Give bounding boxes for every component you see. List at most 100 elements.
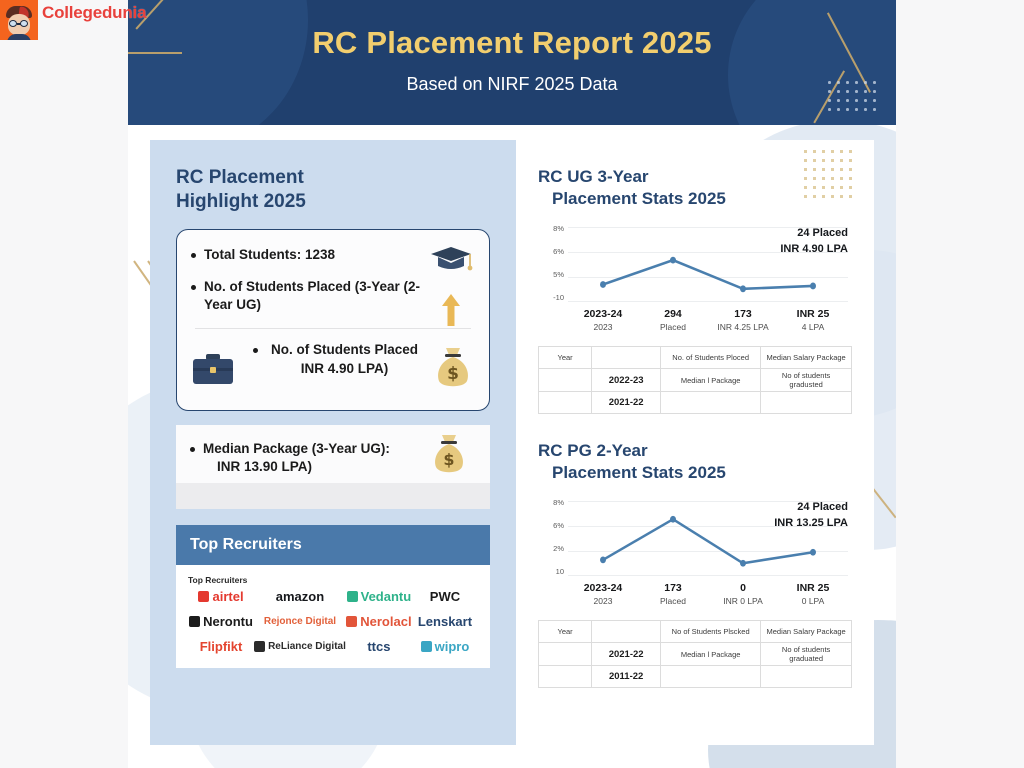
x-tick-sublabel: 0 LPA	[801, 596, 825, 607]
recruiter-logo: Vedantu	[346, 588, 412, 604]
table-header-cell: Median Salary Package	[760, 620, 852, 644]
table-cell	[537, 368, 593, 393]
y-tick-label: 10	[555, 567, 564, 577]
recruiter-logo: Nerontu	[189, 614, 253, 629]
y-tick-label: 8%	[553, 498, 564, 508]
recruiter-logo: Flipfikt	[200, 639, 243, 654]
recruiter-logo: Nerolacl	[346, 613, 412, 629]
table-cell	[760, 391, 852, 415]
right-panel: RC UG 3-Year Placement Stats 2025 8%6%5%…	[516, 140, 874, 745]
placed-line2: INR 4.90 LPA)	[300, 360, 389, 376]
ug-chart-y-axis: 8%6%5%-10	[538, 224, 564, 302]
pg-chart-y-axis: 8%6%2%10	[538, 498, 564, 576]
recruiter-name: Lenskart	[417, 613, 473, 629]
up-arrow-icon	[442, 293, 460, 326]
x-tick-label: INR 25	[796, 582, 830, 595]
ug-callout-line1: 24 Placed	[797, 227, 848, 240]
grid-line	[568, 301, 848, 303]
chart-data-point	[810, 549, 816, 557]
x-tick-sublabel: Placed	[660, 322, 686, 333]
y-tick-label: 5%	[553, 270, 564, 280]
table-header-cell: Year	[537, 346, 593, 370]
table-cell: 2021-22	[591, 642, 662, 667]
x-tick-label: 294	[664, 308, 682, 321]
chart-data-point	[600, 556, 606, 564]
grid-line	[568, 227, 848, 229]
recruiter-name: Nerontu	[203, 613, 253, 629]
recruiter-name: PWC	[429, 588, 461, 604]
page-title: RC Placement Report 2025	[312, 25, 712, 60]
ug-chart-callout: 24 Placed INR 4.90 LPA	[780, 226, 848, 258]
recruiter-mark-icon	[254, 640, 266, 652]
x-tick-sublabel: 2023	[593, 596, 613, 607]
chart-data-point	[670, 516, 676, 524]
recruiter-name: wipro	[434, 638, 470, 654]
ug-placement-chart: 8%6%5%-10 24 Placed INR 4.90 LPA 2023-24…	[538, 224, 852, 332]
page-subtitle: Based on NIRF 2025 Data	[406, 74, 618, 94]
poster-canvas: RC Placement Report 2025 Based on NIRF 2…	[128, 0, 896, 768]
collegedunia-mascot-icon	[0, 0, 38, 40]
total-students-text: Total Students: 1238	[204, 246, 336, 262]
table-cell	[760, 665, 852, 689]
highlight-card: Total Students: 1238 No. of Students Pla…	[176, 228, 490, 411]
grid-line	[568, 276, 848, 278]
dot-pattern	[804, 150, 858, 204]
table-cell: 2022-23	[591, 368, 662, 393]
recruiter-logo: wipro	[420, 638, 470, 654]
y-tick-label: 6%	[553, 521, 564, 531]
table-cell	[537, 642, 593, 667]
median-line2: INR 13.90 LPA)	[217, 458, 313, 474]
pg-placement-chart: 8%6%2%10 24 Placed INR 13.25 LPA 2023-24…	[538, 498, 852, 606]
x-tick-label: 0	[740, 582, 746, 595]
grid-line	[568, 575, 848, 577]
chart-data-point	[670, 256, 676, 264]
money-bag-icon: $	[435, 434, 463, 472]
table-row: 2011-22	[537, 665, 852, 689]
table-cell: No of students graduated	[760, 642, 852, 667]
ug-chart-plot	[568, 224, 848, 303]
recruiter-name: airtel	[212, 588, 244, 604]
chart-line-series	[600, 256, 816, 293]
recruiter-name: Vedantu	[360, 588, 412, 604]
collegedunia-watermark: Collegedunia	[0, 0, 147, 40]
recruiter-mark-icon	[346, 615, 358, 627]
highlight-bullet: No. of Students Placed (3-Year (2-Year U…	[191, 278, 475, 314]
header-decor-line	[128, 52, 182, 54]
pg-callout-line2: INR 13.25 LPA	[774, 517, 848, 530]
left-panel-title: RC Placement Highlight 2025	[176, 166, 490, 215]
money-bag-icon: $	[438, 347, 468, 386]
table-cell	[660, 391, 762, 415]
bullet-dot-icon	[253, 348, 258, 354]
recruiter-logo: Lenskart	[418, 614, 472, 629]
ug-title-line2: Placement Stats 2025	[552, 189, 726, 209]
table-header-cell: No. of Students Ploced	[660, 346, 762, 370]
ug-callout-line2: INR 4.90 LPA	[780, 243, 848, 256]
pg-callout-line1: 24 Placed	[797, 501, 848, 514]
left-title-line1: RC Placement	[176, 167, 304, 188]
recruiter-logo: airtel	[198, 588, 244, 604]
recruiter-name: Nerolacl	[360, 613, 412, 629]
x-tick-label: 173	[664, 582, 682, 595]
recruiter-logo: Rejonce Digital	[264, 616, 336, 627]
briefcase-icon	[193, 353, 233, 384]
pg-chart-plot	[568, 498, 848, 577]
median-package-card: Median Package (3-Year UG): INR 13.90 LP…	[176, 424, 490, 509]
median-row: Median Package (3-Year UG): INR 13.90 LP…	[190, 440, 476, 476]
table-cell	[660, 665, 762, 689]
y-tick-label: 6%	[553, 247, 564, 257]
